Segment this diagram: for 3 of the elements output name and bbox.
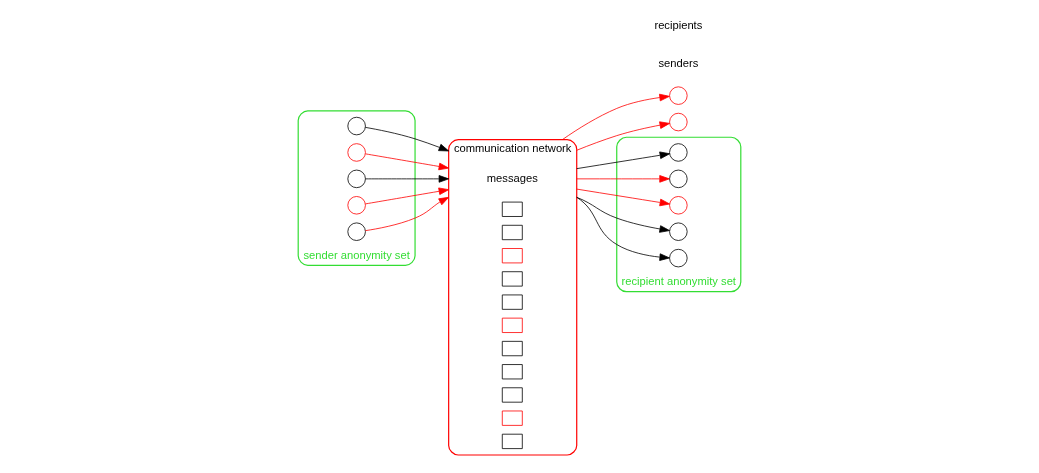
node-text: messages [486,171,538,184]
label: recipients [654,18,703,31]
label: senders [658,56,699,69]
